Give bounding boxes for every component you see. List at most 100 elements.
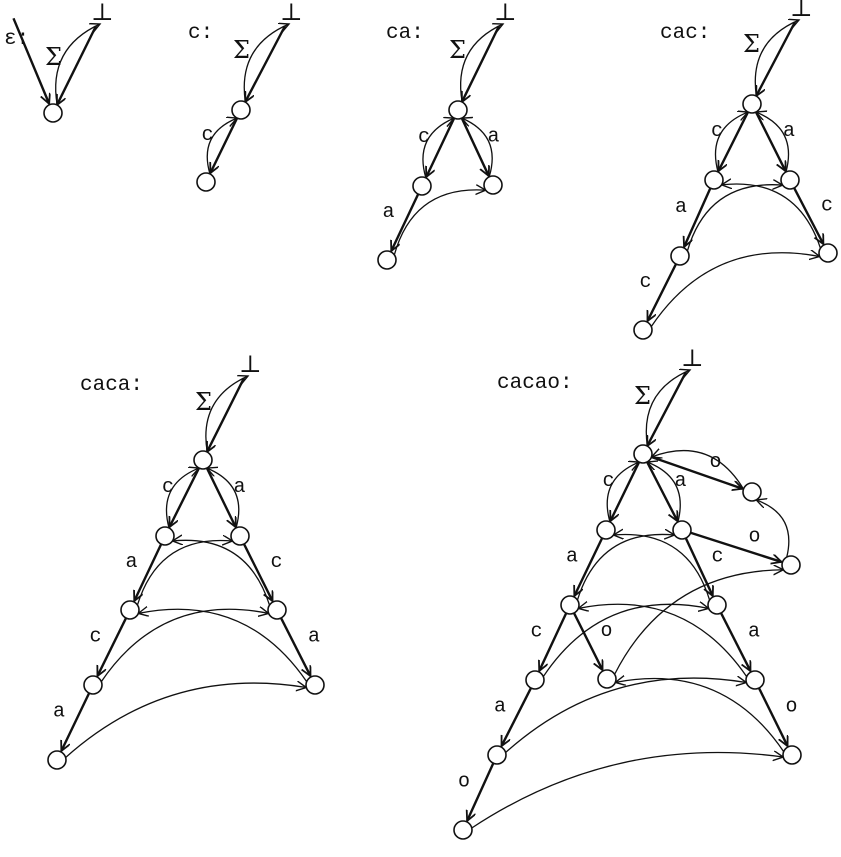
state-node (781, 555, 801, 575)
transition-label: c (640, 271, 652, 294)
bottom-symbol: ⊥ (790, 0, 813, 22)
bottom-symbol: ⊥ (239, 350, 262, 378)
failure-link (393, 190, 485, 255)
state-node (742, 482, 762, 502)
panel-title-c: c: (188, 22, 213, 45)
sigma-edge (646, 371, 688, 446)
bottom-symbol: ⊥ (681, 344, 704, 372)
transition-edge (539, 612, 568, 671)
panel-title-ca: ca: (386, 22, 424, 45)
panel-3: ⊥ Σc a a c c (633, 0, 838, 340)
transition-edge (168, 467, 201, 527)
state-node (670, 246, 690, 266)
transition-label: a (675, 470, 687, 493)
transition-label: a (488, 126, 500, 149)
transition-label: c (712, 546, 724, 569)
failure-link (606, 462, 639, 523)
failure-link (754, 20, 799, 97)
failure-link (578, 604, 748, 677)
transition-edge (426, 117, 456, 177)
panel-title-epsilon: ε: (4, 28, 29, 51)
transition-label: a (675, 196, 687, 219)
sigma-symbol: Σ (743, 30, 760, 58)
panel-title-cac: cac: (660, 22, 710, 45)
state-node (43, 103, 63, 123)
failure-link (243, 24, 289, 103)
transition-edge (754, 111, 787, 171)
failure-link (647, 462, 681, 523)
transition-edge (646, 263, 678, 321)
state-node (193, 450, 213, 470)
transition-label: a (383, 201, 395, 224)
state-node (633, 320, 653, 340)
failure-link (462, 118, 493, 178)
failure-link (65, 683, 307, 758)
panel-0: ⊥Σ (12, 0, 114, 123)
transition-label: a (494, 696, 506, 719)
transition-label: c (711, 120, 723, 143)
failure-link (686, 185, 782, 252)
transition-label: a (53, 701, 65, 724)
failure-link (138, 609, 308, 682)
failure-link (615, 678, 785, 752)
sigma-symbol: Σ (449, 36, 466, 64)
transition-label: a (308, 626, 320, 649)
failure-link (650, 253, 819, 327)
failure-link (651, 451, 745, 490)
failure-link (576, 534, 674, 601)
state-node (525, 670, 545, 690)
state-node (597, 669, 617, 689)
state-node (230, 526, 250, 546)
transition-label: a (783, 120, 795, 143)
state-node (155, 526, 175, 546)
transition-edge (60, 692, 91, 751)
transition-edge (242, 543, 274, 601)
state-node (487, 745, 507, 765)
transition-label: c (271, 551, 283, 574)
transition-edge (573, 537, 604, 596)
state-node (47, 750, 67, 770)
sigma-symbol: Σ (195, 388, 212, 416)
transition-label: c (821, 195, 833, 218)
transition-edge (793, 187, 825, 244)
transition-label: c (603, 470, 615, 493)
bottom-symbol: ⊥ (91, 0, 114, 26)
sigma-edge (460, 25, 501, 102)
transition-label: a (566, 546, 578, 569)
transition-edge (205, 467, 237, 527)
transition-edge (609, 461, 641, 521)
failure-link (422, 118, 454, 179)
transition-edge (209, 117, 239, 173)
state-node (560, 595, 580, 615)
transition-label: c (531, 621, 543, 644)
state-node (596, 520, 616, 540)
state-node (83, 675, 103, 695)
transition-label: a (126, 551, 138, 574)
sigma-symbol: Σ (233, 36, 250, 64)
transition-edge (717, 111, 750, 171)
state-node (704, 170, 724, 190)
transition-edge (279, 617, 312, 676)
transition-edge (719, 612, 752, 671)
failure-link (100, 609, 268, 682)
transition-label: o (749, 526, 761, 549)
sigma-symbol: Σ (634, 382, 651, 410)
failure-link (55, 24, 100, 106)
state-node (267, 600, 287, 620)
failure-link (205, 376, 248, 453)
transition-edge (684, 537, 713, 596)
failure-link (645, 370, 690, 447)
state-node (231, 100, 251, 120)
state-node (377, 250, 397, 270)
bottom-symbol: ⊥ (494, 0, 517, 26)
state-node (745, 670, 765, 690)
state-node (633, 444, 653, 464)
transition-label: o (710, 451, 722, 474)
failure-link (459, 24, 503, 103)
failure-link (165, 468, 198, 529)
transition-edge (757, 687, 789, 746)
transition-label: c (162, 476, 174, 499)
transition-edge (684, 187, 712, 247)
